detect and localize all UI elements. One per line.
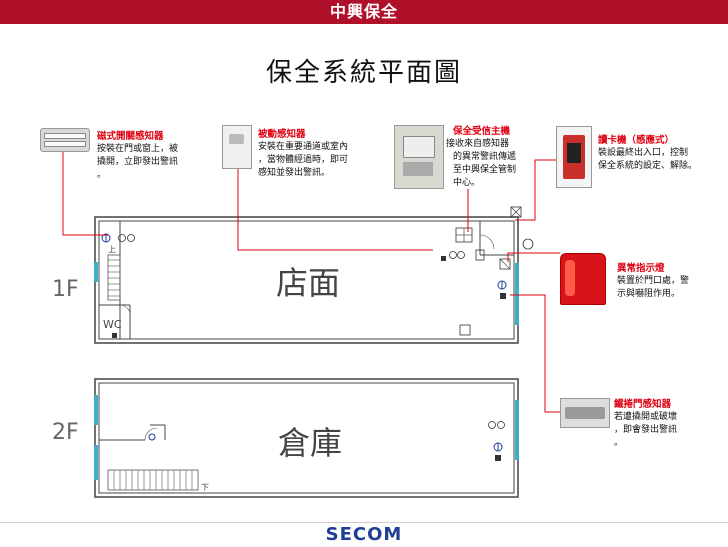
magnetic-sensor-photo [40, 128, 90, 152]
shutter-sensor-photo [560, 398, 610, 428]
floor2-door-left-a [94, 395, 98, 425]
floor2-door-left-b [94, 445, 98, 480]
room-warehouse-label: 倉庫 [278, 424, 343, 462]
room-store-label: 店面 [276, 264, 341, 302]
shutter-sensor-title: 鐵捲門感知器 [614, 399, 672, 410]
floor1-door-right [515, 263, 519, 325]
footer-bar [0, 522, 728, 547]
leader-cardreader [515, 159, 556, 221]
secom-logo: SECOM [325, 524, 403, 545]
warning-light-photo [560, 253, 606, 305]
motion-sensor-info: 被動感知器 安裝在重要通道或室內 ，當物體經過時，即可 感知並發出警訊。 [258, 128, 368, 180]
leader-motion [237, 145, 433, 251]
stair-up-label: 上 [108, 245, 116, 254]
stair-down-label: 下 [201, 483, 209, 492]
host-panel-info: 保全受信主機 接收來自感知器 的異常警訊傳遞 至中興保全管制 中心。 [446, 125, 528, 190]
motion-sensor-photo [222, 125, 252, 169]
motion-sensor-title: 被動感知器 [258, 129, 306, 140]
leader-magnetic [62, 150, 108, 236]
floor1-door-left [94, 262, 98, 282]
warning-light-info: 異常指示燈 裝置於門口處，警 示與嚇阻作用。 [617, 262, 717, 301]
leader-warning [507, 252, 560, 262]
floor2-door-right [515, 400, 519, 460]
card-reader-title: 讀卡機（感應式） [598, 135, 675, 146]
shutter-sensor-info: 鐵捲門感知器 若遭撬開或破壞 ，即會發出警訊 。 [614, 398, 714, 450]
floor2-label: 2F [52, 420, 79, 445]
leader-shutter [510, 294, 560, 413]
warning-light-title: 異常指示燈 [617, 263, 665, 274]
page-title: 保全系統平面圖 [265, 58, 462, 88]
card-reader-photo [556, 126, 592, 188]
header-bar [0, 0, 728, 24]
host-panel-title: 保全受信主機 [453, 126, 511, 137]
company-logo: 中興保全 [329, 2, 398, 21]
magnetic-sensor-info: 磁式開關感知器 按裝在門或窗上，被 撬開，立即發出警訊 。 [97, 130, 197, 182]
wc-label: WC [103, 318, 122, 331]
floor1-label: 1F [52, 277, 79, 302]
host-panel-photo [394, 125, 444, 189]
card-reader-info: 讀卡機（感應式） 裝設最終出入口，控制 保全系統的設定、解除。 [598, 134, 713, 173]
magnetic-sensor-title: 磁式開關感知器 [97, 131, 164, 142]
